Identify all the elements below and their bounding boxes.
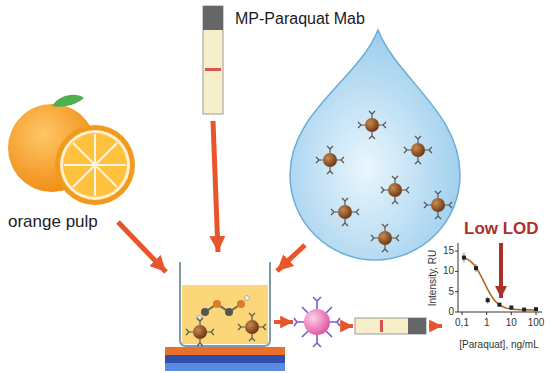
x-tick [486,312,487,315]
atom [213,300,221,308]
test-strip [203,6,223,114]
x-tick [511,312,512,315]
magnetic-particle [358,111,386,139]
magnetic-stirrer [165,347,285,371]
node-heading: MP-Paraquat Mab [235,10,365,28]
magnetic-particle [331,198,359,226]
x-tick-label: 10 [506,317,517,329]
data-point [534,307,538,311]
x-tick-label: 1 [484,317,490,329]
data-point [486,298,490,302]
x-tick [462,312,463,315]
magnetic-particle [238,313,266,341]
y-axis-title: Intensity, RU [427,250,439,307]
strip-body [203,6,223,114]
y-tick-label: 5 [448,286,454,298]
magnetic-particle [371,224,399,252]
x-tick [536,312,537,315]
orange-fruit [8,95,135,205]
calibration-chart [455,243,542,315]
data-point [522,308,526,312]
beaker [180,262,270,346]
y-tick [455,271,458,272]
stirrer-band [165,347,285,355]
glass [180,262,270,346]
atom [225,308,233,316]
callout-text: Low LOD [464,219,539,239]
flow-arrow [213,121,218,252]
x-tick-label: 0,1 [455,317,469,329]
flow-arrow [341,324,353,328]
orange-pulp [63,133,127,197]
flow-arrow [274,320,293,324]
data-point [509,306,513,310]
segment-lines [64,134,126,196]
droplet [290,30,460,260]
data-point [474,266,478,270]
strip-body [355,318,426,334]
stirrer-band [165,355,285,363]
y-tick [455,291,458,292]
strip-cap [203,6,223,30]
y-tick [455,251,458,252]
y-axis [458,243,459,312]
droplet-node: MP-Paraquat Mab [235,6,470,264]
molecule-bonds [205,304,241,312]
antibody [294,297,340,347]
leaf [52,95,84,107]
labelled-nanoparticle [294,297,340,347]
x-axis-title: [Paraquat], ng/mL [459,339,539,351]
flow-arrow [429,324,442,328]
y-tick-label: 15 [443,245,454,257]
test-line [205,68,221,71]
atom [245,296,250,301]
pink-particle [304,309,330,335]
stirrer-band [165,363,285,371]
magnetic-particle [404,136,432,164]
atom [201,308,209,316]
lod-arrow [499,243,503,298]
orange-rind [55,125,135,205]
magnetic-particle [424,191,452,219]
x-axis [458,312,542,313]
flow-arrow [118,222,166,272]
ingredient-label: orange pulp [8,212,98,232]
y-tick-label: 10 [443,266,454,278]
atom [237,300,245,308]
x-tick-label: 100 [528,317,545,329]
test-line [380,320,383,332]
data-point [462,256,466,260]
strip-cap [408,318,426,334]
orange-pith [60,130,130,200]
y-tick-label: 0 [448,306,454,318]
magnetic-particle [186,318,214,346]
magnetic-particle [316,146,344,174]
test-strip [355,318,426,334]
flow-arrow [277,245,305,271]
data-point [497,303,501,307]
magnetic-particle [381,176,409,204]
droplet-outline-layer [235,6,470,264]
y-tick [455,312,458,313]
